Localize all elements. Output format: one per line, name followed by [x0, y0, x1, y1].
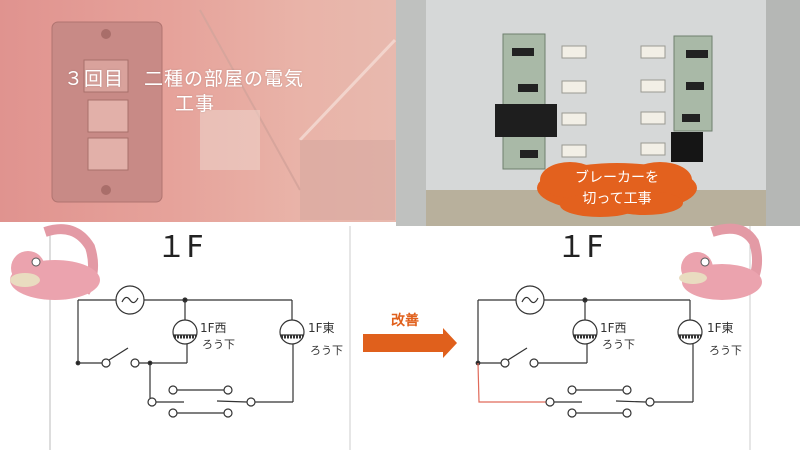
floor-title-before: １F	[156, 230, 203, 265]
lamp-west-label: 1F西	[600, 321, 627, 335]
ac-source-icon	[115, 285, 145, 315]
lamp-east-label: 1F東	[308, 321, 335, 335]
slide-title-line1: ３回目 二種の部屋の電気	[64, 68, 305, 90]
slowpoke-left-icon	[10, 224, 100, 300]
lamp-east-sublabel: ろう下	[709, 344, 742, 357]
callout-text: ブレーカーを 切って工事	[541, 168, 693, 210]
lamp-west-sublabel: ろう下	[202, 338, 235, 351]
lamp-east-sublabel: ろう下	[310, 344, 343, 357]
lamp-east-label: 1F東	[707, 321, 734, 335]
improve-arrow-icon	[363, 328, 457, 358]
improve-label: 改善	[391, 312, 419, 329]
diagram-before: １F 1F西 ろう下 1F東 ろう下	[75, 230, 343, 418]
classroom-switch-photo: ３回目 二種の部屋の電気 工事	[0, 0, 396, 222]
lamp-east-icon	[279, 319, 305, 345]
floor-title-after: １F	[556, 230, 603, 265]
slowpoke-right-icon	[679, 223, 763, 300]
lamp-west-icon	[172, 319, 198, 345]
callout-line2: 切って工事	[582, 191, 652, 207]
slide-title-line2: 工事	[175, 93, 216, 115]
lamp-west-icon	[572, 319, 598, 345]
diagram-after: １F 1F西 ろう下 1F東 ろう下	[475, 230, 742, 418]
lamp-east-icon	[677, 319, 703, 345]
switch-plate-illustration	[51, 9, 396, 220]
lamp-west-label: 1F西	[200, 321, 227, 335]
lamp-west-sublabel: ろう下	[602, 338, 635, 351]
ac-source-icon	[515, 285, 545, 315]
callout-line1: ブレーカーを	[575, 170, 659, 186]
changed-wire	[477, 362, 546, 403]
switch-contact	[101, 358, 111, 368]
